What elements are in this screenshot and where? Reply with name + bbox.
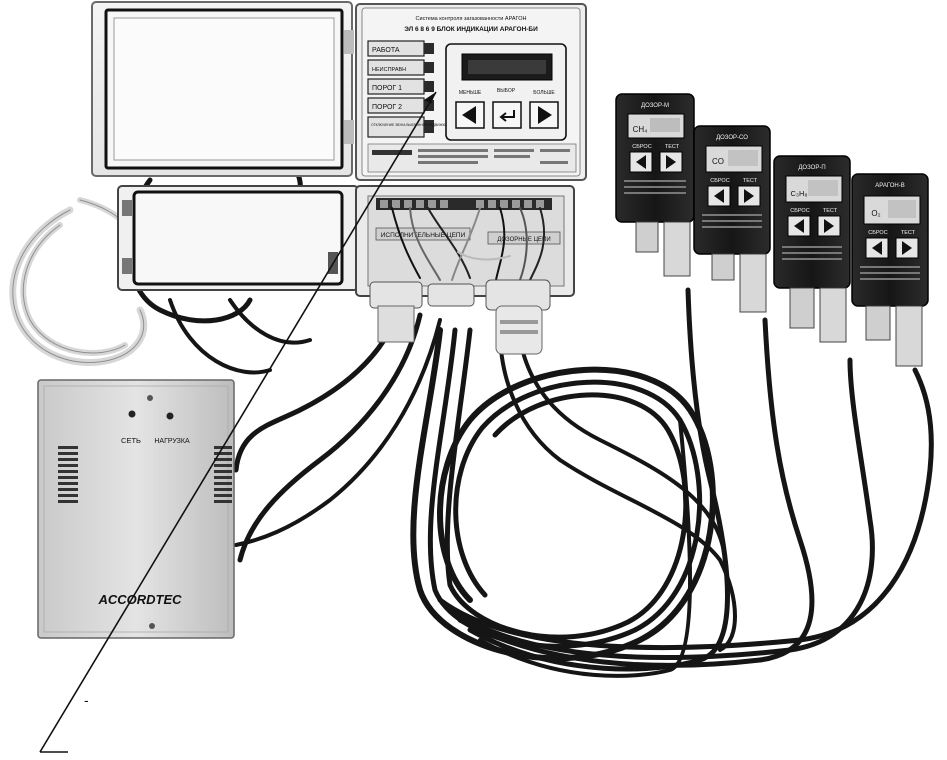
vent-left [58, 446, 78, 503]
sensor-reset-button[interactable] [787, 215, 811, 237]
status-button-label: НЕИСПРАВН [372, 67, 406, 73]
sensor-c3h8: ДОЗОР-П C₃H₈ СБРОС ТЕСТ [773, 155, 851, 343]
arrow-right-icon [538, 106, 552, 124]
callout-leader: - [39, 91, 437, 753]
sensor-test-button[interactable] [895, 237, 919, 259]
more-label: БОЛЬШЕ [533, 90, 555, 96]
screw-icon [149, 623, 155, 629]
sensor-test-button[interactable] [659, 151, 683, 173]
indicator-unit: Система контроля загазованности АРАГОН Э… [355, 3, 587, 181]
arrow-right-icon [744, 189, 754, 203]
enter-button[interactable] [492, 101, 522, 129]
test-label: ТЕСТ [901, 230, 916, 236]
power-led [128, 410, 136, 418]
sensor-co: ДОЗОР-СО CO СБРОС ТЕСТ [693, 125, 771, 313]
arrowhead-icon [424, 92, 436, 104]
arrow-left-icon [794, 219, 804, 233]
status-button-label: ПОРОГ 1 [372, 85, 402, 92]
back-lid [117, 185, 359, 291]
reset-label: СБРОС [868, 230, 887, 236]
terminal-label-output: ИСПОЛНИТЕЛЬНЫЕ ЦЕПИ [381, 232, 466, 239]
status-button-label: ПОРОГ 2 [372, 104, 402, 111]
brand-logo: ACCORDTEC [97, 592, 182, 607]
arrow-right-icon [824, 219, 834, 233]
test-label: ТЕСТ [823, 208, 838, 214]
sensor-reset-button[interactable] [707, 185, 731, 207]
panel-model: ЭЛ 6 8 6 9 БЛОК ИНДИКАЦИИ АРАГОН-БИ [404, 26, 538, 33]
power-label: СЕТЬ [121, 436, 141, 445]
reset-label: СБРОС [632, 144, 651, 150]
power-supply: СЕТЬ НАГРУЗКА ACCORDTEC [37, 379, 235, 639]
arrow-left-icon [714, 189, 724, 203]
select-label: ВЫБОР [497, 88, 516, 94]
status-button-label: РАБОТА [372, 47, 400, 54]
screw-icon [147, 395, 153, 401]
sensor-reset-button[interactable] [629, 151, 653, 173]
status-button-label: ОТКЛЮЧЕНИЕ ЗВУКА ВЫБРАННОЙ ЗАДВИЖКИ [371, 123, 447, 127]
reset-label: СБРОС [790, 208, 809, 214]
arrow-right-icon [902, 241, 912, 255]
test-label: ТЕСТ [665, 144, 680, 150]
arrow-left-icon [636, 155, 646, 169]
sensor-o2: АРАГОН-В O₂ СБРОС ТЕСТ [851, 173, 929, 367]
sensor-gas: C₃H₈ [791, 189, 808, 198]
callout-mark: - [84, 692, 89, 708]
enter-icon [499, 110, 515, 122]
arrow-right-icon [666, 155, 676, 169]
reset-label: СБРОС [710, 178, 729, 184]
load-led [166, 412, 174, 420]
load-label: НАГРУЗКА [154, 438, 190, 445]
sensor-gas: CH₄ [633, 125, 648, 134]
sensor-ch4: ДОЗОР-М CH₄ СБРОС ТЕСТ [615, 93, 695, 277]
sensor-test-button[interactable] [817, 215, 841, 237]
sensor-model: АРАГОН-В [875, 183, 905, 189]
terminal-label-sensor: ДОЗОРНЫЕ ЦЕПИ [497, 237, 550, 243]
panel-title: Система контроля загазованности АРАГОН [416, 16, 527, 22]
terminal-box: ИСПОЛНИТЕЛЬНЫЕ ЦЕПИ ДОЗОРНЫЕ ЦЕПИ [355, 185, 575, 355]
sensor-reset-button[interactable] [865, 237, 889, 259]
arrow-left-icon [462, 106, 476, 124]
test-label: ТЕСТ [743, 178, 758, 184]
less-label: МЕНЬШЕ [459, 90, 482, 96]
arrow-left-icon [872, 241, 882, 255]
sensor-gas: O₂ [871, 209, 880, 218]
sensor-test-button[interactable] [737, 185, 761, 207]
arrow-right-button[interactable] [529, 101, 559, 129]
cable-bundle [126, 135, 934, 678]
sensor-model: ДОЗОР-СО [716, 135, 748, 141]
front-lid [91, 1, 354, 177]
status-button-list: РАБОТА НЕИСПРАВН ПОРОГ 1 ПОРОГ 2 ОТКЛЮЧЕ… [367, 40, 447, 138]
sensor-model: ДОЗОР-М [641, 103, 669, 109]
sensor-model: ДОЗОР-П [798, 165, 825, 171]
sensor-gas: CO [712, 157, 724, 166]
arrow-left-button[interactable] [455, 101, 485, 129]
